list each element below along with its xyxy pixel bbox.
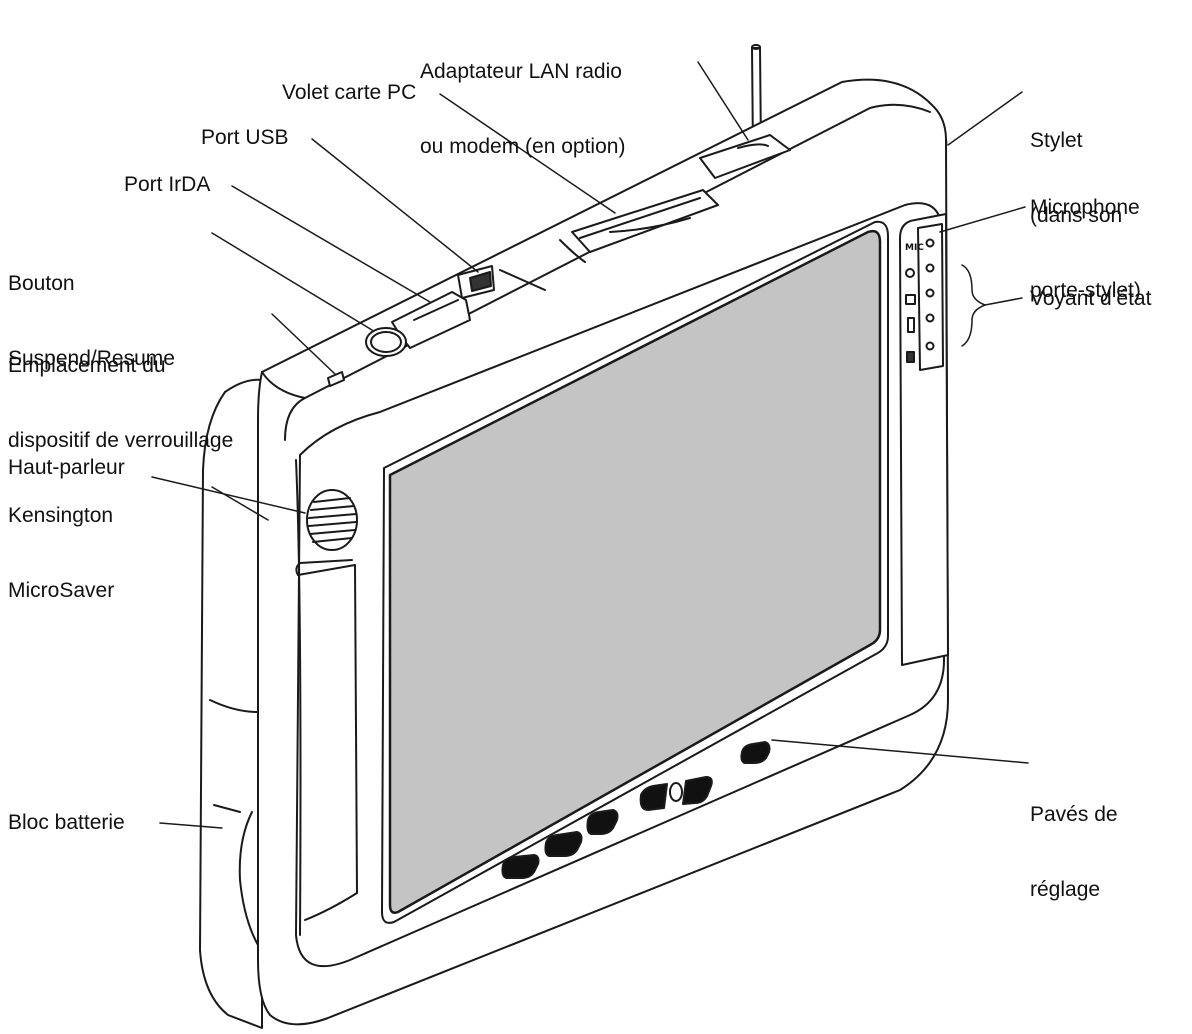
label-control-pads: Pavés de réglage (1030, 752, 1118, 927)
label-kensington-line-1: Emplacement du (8, 354, 166, 377)
label-lan-line-1: Adaptateur LAN radio (420, 60, 622, 83)
label-kensington-line-2: dispositif de verrouillage (8, 429, 234, 452)
screen (381, 220, 889, 924)
label-stylus-line-3: porte-stylet) (1030, 279, 1141, 302)
label-lan-adapter: Adaptateur LAN radio ou modem (en option… (420, 9, 625, 184)
label-stylus-line-1: Stylet (1030, 129, 1083, 152)
label-irda: Port IrDA (124, 173, 211, 196)
label-microphone: Microphone (1030, 196, 1140, 219)
label-pads-line-1: Pavés de (1030, 803, 1118, 826)
side-panel: MIC (899, 213, 949, 666)
label-status-lights: Voyant d’état (1030, 287, 1152, 310)
label-kensington-line-4: MicroSaver (8, 579, 115, 602)
label-suspend-line-2: Suspend/Resume (8, 347, 175, 370)
control-pads (501, 741, 771, 879)
label-suspend: Bouton Suspend/Resume (8, 221, 175, 396)
label-lan-line-2: ou modem (en option) (420, 135, 626, 158)
label-battery: Bloc batterie (8, 811, 125, 834)
top-ports (327, 134, 791, 387)
label-pads-line-2: réglage (1030, 878, 1101, 901)
label-usb: Port USB (201, 126, 289, 149)
mic-label: MIC (905, 243, 924, 253)
label-kensington: Emplacement du dispositif de verrouillag… (8, 303, 233, 628)
label-stylus: Stylet (dans son porte-stylet) (1030, 78, 1141, 328)
label-speaker: Haut-parleur (8, 456, 125, 479)
label-pc-card: Volet carte PC (282, 81, 417, 104)
tablet-back-shell (199, 378, 263, 1029)
leader-lines (151, 61, 1029, 829)
speaker-grille (306, 489, 358, 551)
label-suspend-line-1: Bouton (8, 272, 75, 295)
label-kensington-line-3: Kensington (8, 504, 114, 527)
label-stylus-line-2: (dans son (1030, 204, 1123, 227)
